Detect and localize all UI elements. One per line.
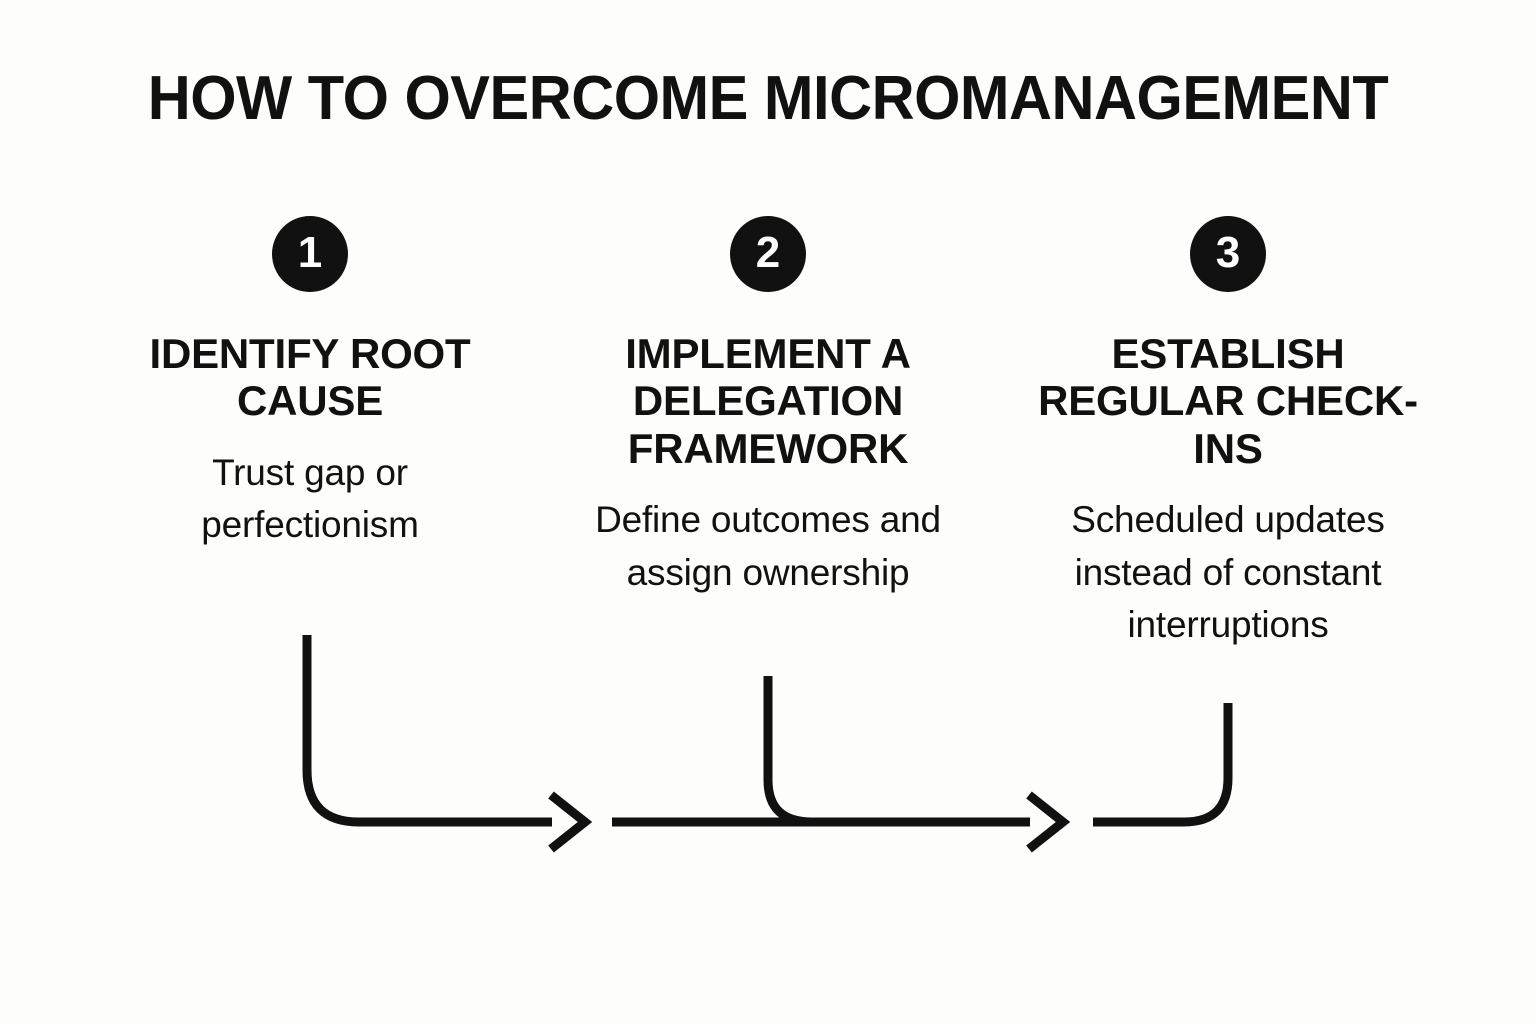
step-card-1: 1 IDENTIFY ROOT CAUSE Trust gap or perfe…	[140, 216, 480, 552]
step-card-2: 2 IMPLEMENT A DELEGATION FRAMEWORK Defin…	[548, 216, 988, 599]
step-number-badge-2: 2	[730, 216, 806, 292]
step-body-3: Scheduled updates instead of constant in…	[1071, 499, 1385, 646]
step-card-3: 3 ESTABLISH REGULAR CHECK-INS Scheduled …	[1030, 216, 1426, 652]
step-heading-2: IMPLEMENT A DELEGATION FRAMEWORK	[625, 330, 911, 472]
step-body-2: Define outcomes and assign ownership	[595, 499, 941, 593]
step-body-1: Trust gap or perfectionism	[201, 451, 419, 546]
step-number-badge-1: 1	[272, 216, 348, 292]
step-number-badge-3: 3	[1190, 216, 1266, 292]
page-title: HOW TO OVERCOME MICROMANAGEMENT	[147, 64, 1389, 133]
step-heading-1: IDENTIFY ROOT CAUSE	[149, 330, 471, 425]
step-heading-3: ESTABLISH REGULAR CHECK-INS	[1038, 330, 1418, 472]
